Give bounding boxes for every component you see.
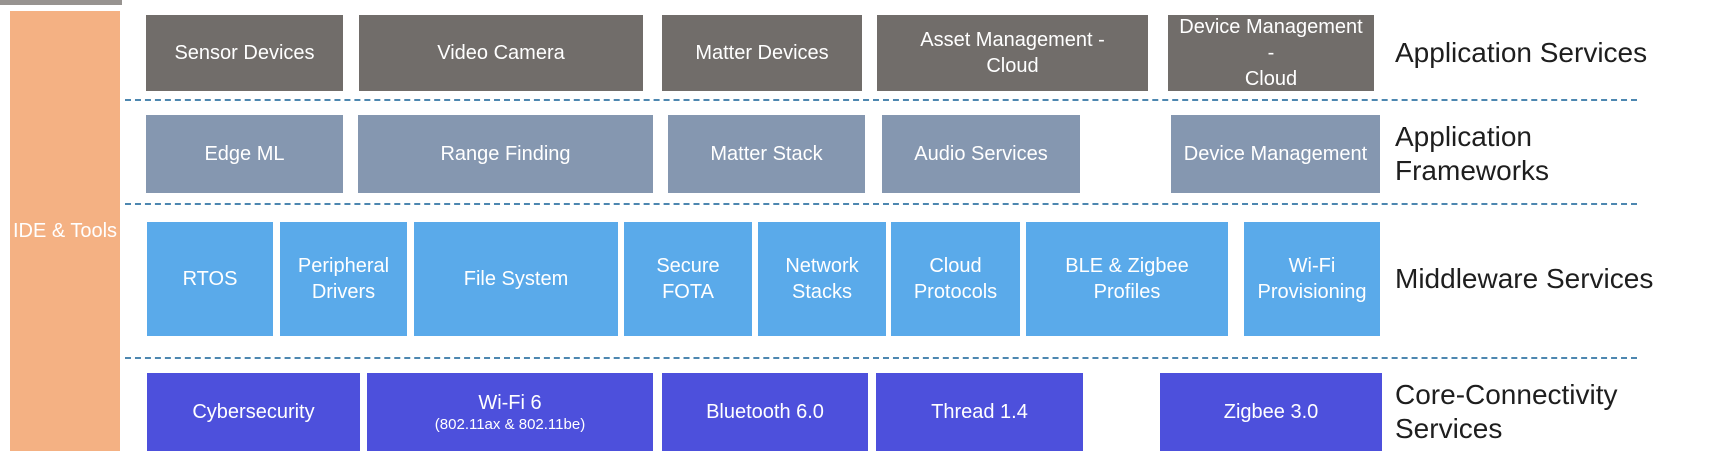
layer-label-application-frameworks: Application Frameworks bbox=[1395, 120, 1550, 186]
ide-tools-label: IDE & Tools bbox=[12, 219, 118, 242]
block-label: Asset Management - Cloud bbox=[920, 29, 1105, 77]
block-rtos: RTOS bbox=[147, 222, 273, 336]
block-label: Matter Stack bbox=[710, 143, 823, 165]
block-label: Secure FOTA bbox=[656, 255, 720, 303]
block-label: Zigbee 3.0 bbox=[1223, 401, 1319, 423]
block-video-camera: Video Camera bbox=[359, 15, 643, 91]
block-label: Thread 1.4 bbox=[931, 401, 1028, 423]
block-label: Matter Devices bbox=[695, 42, 829, 64]
layer-label-middleware-services: Middleware Services bbox=[1395, 262, 1654, 294]
block-label: Peripheral Drivers bbox=[297, 255, 390, 303]
block-network-stacks: Network Stacks bbox=[758, 222, 886, 336]
block-cybersecurity: Cybersecurity bbox=[147, 373, 360, 451]
block-range-finding: Range Finding bbox=[358, 115, 653, 193]
block-label: Cybersecurity bbox=[192, 401, 315, 423]
layer-label-application-services: Application Services bbox=[1395, 36, 1648, 68]
block-sublabel: (802.11ax & 802.11be) bbox=[434, 416, 586, 433]
block-ble-zigbee-profiles: BLE & Zigbee Profiles bbox=[1026, 222, 1228, 336]
top-left-edge-artifact bbox=[0, 0, 122, 5]
block-label: Cloud Protocols bbox=[913, 255, 998, 303]
block-device-management-cloud: Device Management - Cloud bbox=[1168, 15, 1374, 91]
block-label: RTOS bbox=[182, 268, 238, 290]
row-separator-3 bbox=[125, 357, 1637, 359]
block-wifi-6: Wi-Fi 6 (802.11ax & 802.11be) bbox=[367, 373, 653, 451]
block-label: Wi-Fi Provisioning bbox=[1257, 255, 1367, 303]
block-bluetooth-6-0: Bluetooth 6.0 bbox=[662, 373, 868, 451]
block-file-system: File System bbox=[414, 222, 618, 336]
block-cloud-protocols: Cloud Protocols bbox=[891, 222, 1020, 336]
row-separator-2 bbox=[125, 203, 1637, 205]
block-label: Edge ML bbox=[204, 143, 285, 165]
block-label: Range Finding bbox=[440, 143, 571, 165]
block-label: BLE & Zigbee Profiles bbox=[1065, 255, 1189, 303]
block-wifi-provisioning: Wi-Fi Provisioning bbox=[1244, 222, 1380, 336]
block-audio-services: Audio Services bbox=[882, 115, 1080, 193]
layer-label-core-connectivity-services: Core-Connectivity Services bbox=[1395, 378, 1618, 444]
block-thread-1-4: Thread 1.4 bbox=[876, 373, 1083, 451]
block-sensor-devices: Sensor Devices bbox=[146, 15, 343, 91]
block-label: Audio Services bbox=[914, 143, 1048, 165]
block-matter-stack: Matter Stack bbox=[668, 115, 865, 193]
ide-tools-bar: IDE & Tools bbox=[10, 11, 120, 451]
block-label: Bluetooth 6.0 bbox=[706, 401, 824, 423]
block-label: Wi-Fi 6 bbox=[478, 392, 542, 414]
block-label: File System bbox=[463, 268, 569, 290]
block-matter-devices: Matter Devices bbox=[662, 15, 862, 91]
block-edge-ml: Edge ML bbox=[146, 115, 343, 193]
block-label: Video Camera bbox=[437, 42, 565, 64]
block-device-management: Device Management bbox=[1171, 115, 1380, 193]
block-asset-management-cloud: Asset Management - Cloud bbox=[877, 15, 1148, 91]
row-separator-1 bbox=[125, 99, 1637, 101]
block-peripheral-drivers: Peripheral Drivers bbox=[280, 222, 407, 336]
block-label: Network Stacks bbox=[785, 255, 859, 303]
block-label: Sensor Devices bbox=[174, 42, 315, 64]
block-zigbee-3-0: Zigbee 3.0 bbox=[1160, 373, 1382, 451]
block-label: Device Management - Cloud bbox=[1179, 16, 1363, 90]
block-secure-fota: Secure FOTA bbox=[624, 222, 752, 336]
block-label: Device Management bbox=[1183, 143, 1368, 165]
